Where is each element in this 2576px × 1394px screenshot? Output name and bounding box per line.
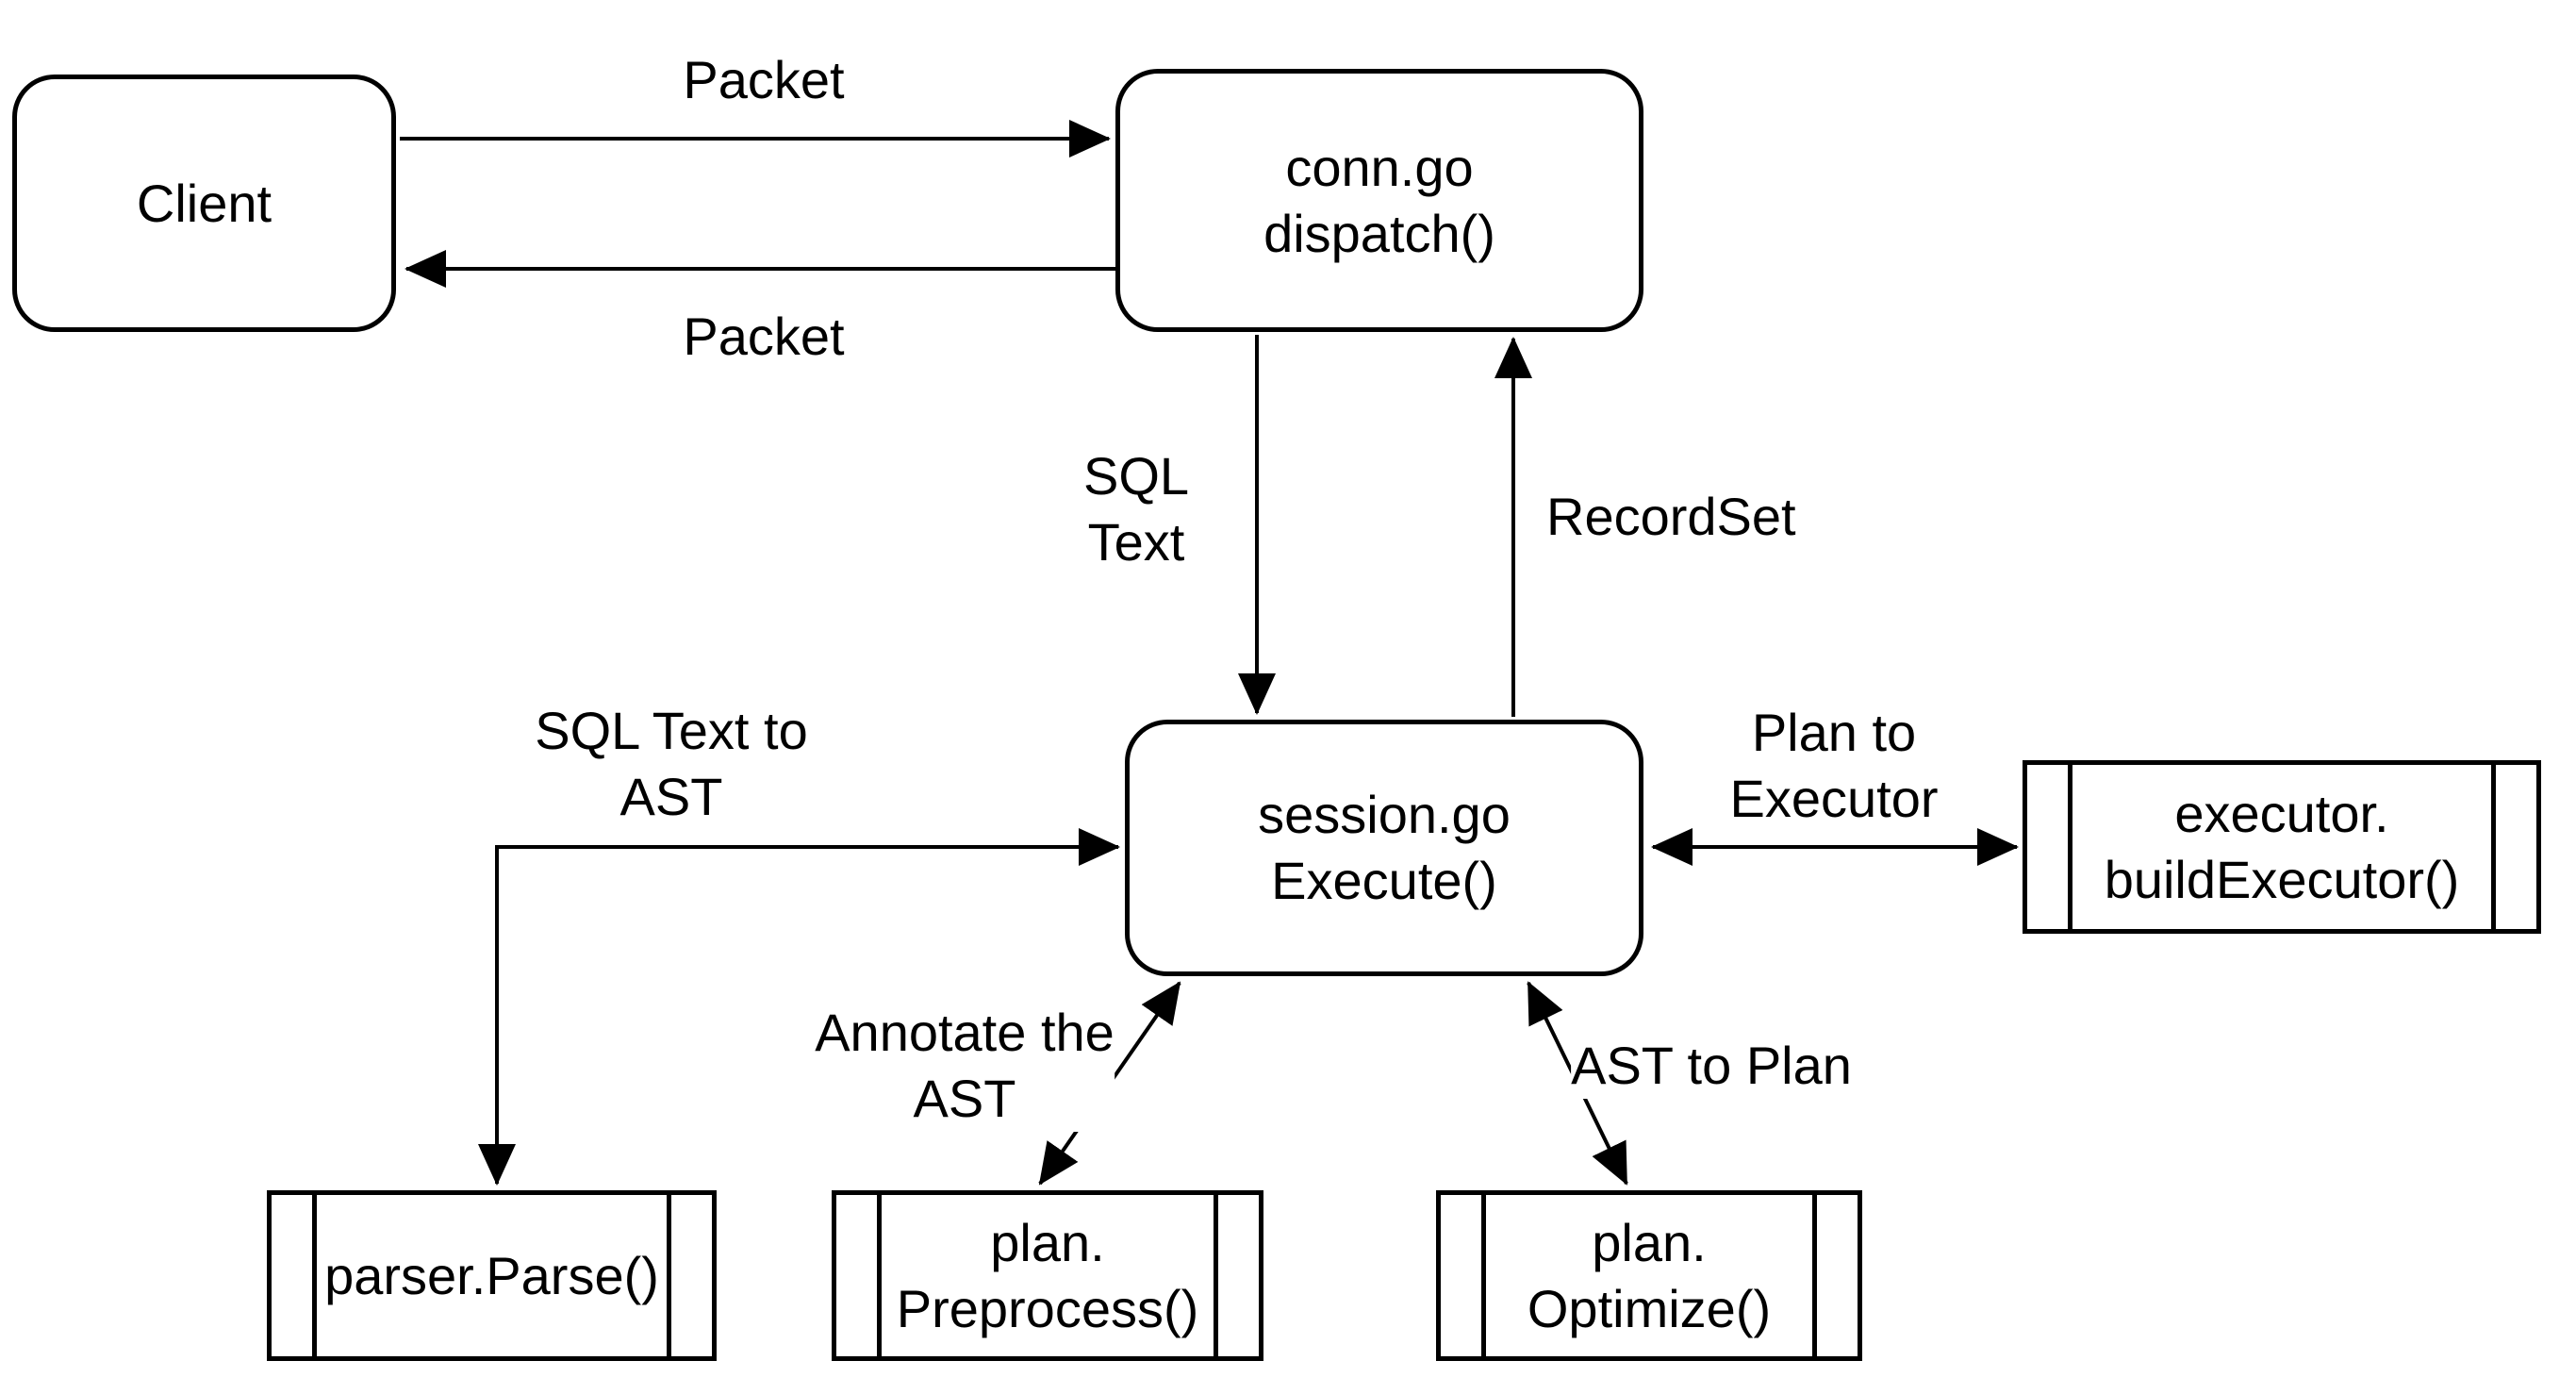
- process-bar-left: [877, 1195, 882, 1356]
- process-bar-right: [2491, 765, 2496, 929]
- arrow-sql-to-ast: [478, 828, 1120, 1186]
- node-conn-dispatch: conn.go dispatch(): [1115, 69, 1643, 332]
- node-conn-dispatch-label: conn.go dispatch(): [1263, 137, 1495, 263]
- edge-label-sql-text-to-ast: SQL Text to AST: [535, 698, 808, 830]
- node-plan-optimize: plan. Optimize(): [1436, 1190, 1862, 1361]
- node-client: Client: [12, 75, 396, 332]
- process-bar-right: [1812, 1195, 1817, 1356]
- edge-label-plan-to-executor: Plan to Executor: [1729, 700, 1939, 832]
- node-session-execute-label: session.go Execute(): [1258, 785, 1511, 910]
- edge-label-sql-text: SQL Text: [1082, 443, 1190, 575]
- process-bar-left: [312, 1195, 317, 1356]
- edge-label-ast-to-plan: AST to Plan: [1571, 1033, 1852, 1099]
- process-bar-left: [2068, 765, 2072, 929]
- process-bar-right: [1214, 1195, 1218, 1356]
- process-bar-right: [667, 1195, 671, 1356]
- node-parser-parse-label: parser.Parse(): [324, 1245, 659, 1305]
- node-executor-build: executor. buildExecutor(): [2023, 760, 2541, 934]
- edge-label-annotate-ast: Annotate the AST: [815, 1000, 1115, 1132]
- node-parser-parse: parser.Parse(): [267, 1190, 717, 1361]
- node-session-execute: session.go Execute(): [1125, 720, 1643, 976]
- node-plan-optimize-label: plan. Optimize(): [1527, 1212, 1772, 1338]
- edge-label-packet-bottom: Packet: [683, 304, 845, 370]
- edge-label-packet-top: Packet: [683, 47, 845, 113]
- node-client-label: Client: [136, 173, 272, 233]
- process-bar-left: [1481, 1195, 1486, 1356]
- node-executor-build-label: executor. buildExecutor(): [2104, 784, 2460, 909]
- node-plan-preprocess: plan. Preprocess(): [832, 1190, 1263, 1361]
- edge-label-recordset: RecordSet: [1546, 484, 1796, 550]
- node-plan-preprocess-label: plan. Preprocess(): [896, 1212, 1199, 1338]
